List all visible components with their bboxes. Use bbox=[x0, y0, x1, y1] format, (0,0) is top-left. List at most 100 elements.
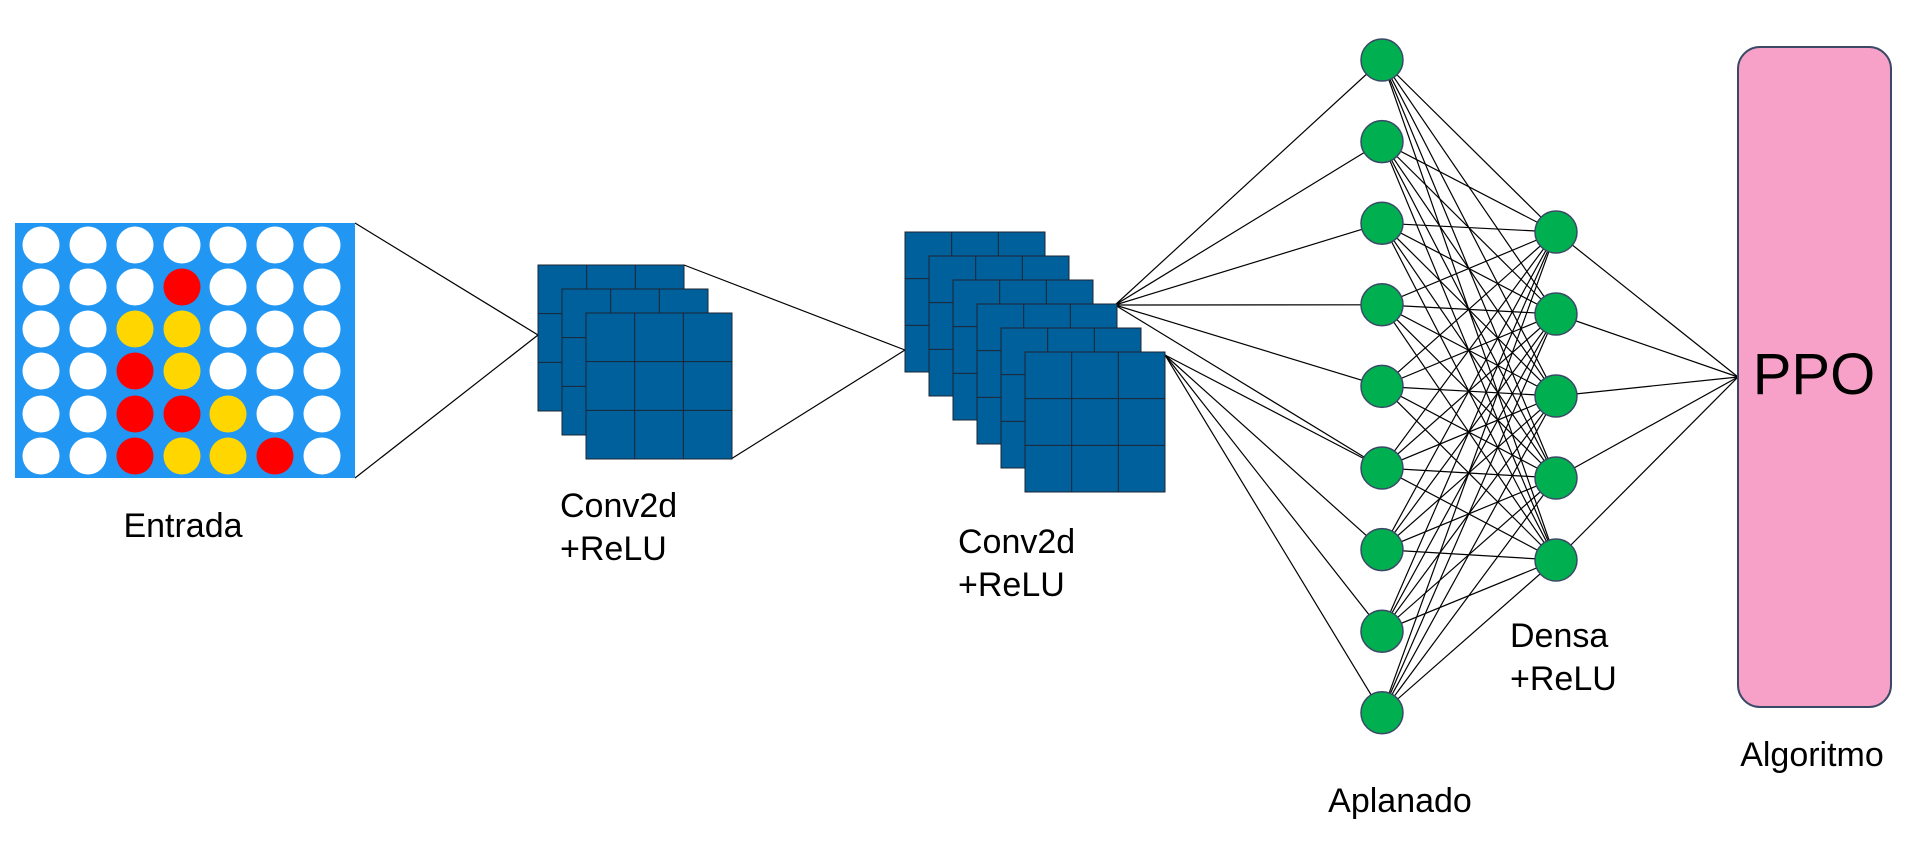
connection-line bbox=[1381, 477, 1557, 714]
connection-line bbox=[1114, 141, 1383, 306]
connection-line bbox=[1381, 231, 1557, 714]
connection-line bbox=[1381, 231, 1557, 632]
board-cell bbox=[303, 437, 341, 475]
conv1-label-line2: +ReLU bbox=[560, 530, 667, 568]
board-cell bbox=[163, 310, 201, 348]
connection-line bbox=[1381, 231, 1557, 387]
board-cell bbox=[303, 395, 341, 433]
board-cells bbox=[22, 226, 341, 475]
connection-line bbox=[1114, 304, 1383, 469]
board-cell bbox=[163, 437, 201, 475]
flatten-neuron bbox=[1360, 527, 1404, 572]
dense-neuron bbox=[1534, 292, 1578, 336]
flatten-neuron bbox=[1360, 119, 1404, 164]
connection-line bbox=[1555, 313, 1739, 378]
board-cell bbox=[22, 395, 60, 433]
board-cell bbox=[303, 352, 341, 390]
connection-line bbox=[1555, 376, 1739, 479]
board-cell bbox=[69, 268, 107, 306]
connection-line bbox=[1555, 376, 1739, 561]
board-cell bbox=[256, 226, 294, 264]
board-cell bbox=[256, 310, 294, 348]
connection-line bbox=[1114, 304, 1383, 387]
connection-line bbox=[1555, 376, 1739, 397]
connection-line bbox=[1114, 59, 1383, 306]
connection-line bbox=[1381, 231, 1557, 469]
flatten-neuron bbox=[1360, 609, 1404, 653]
connection-line bbox=[1381, 231, 1557, 550]
conv2-label-line1: Conv2d bbox=[958, 523, 1075, 561]
input-board bbox=[15, 223, 355, 478]
conv2-feature-maps bbox=[904, 231, 1166, 493]
connection-line bbox=[1381, 59, 1557, 233]
dense-neuron bbox=[1534, 456, 1578, 500]
board-cell bbox=[163, 226, 201, 264]
connection-line bbox=[1164, 354, 1383, 632]
feature-map bbox=[1024, 351, 1166, 493]
board-cell bbox=[22, 437, 60, 475]
board-cell bbox=[116, 310, 154, 348]
connection-line bbox=[1381, 395, 1557, 714]
board-cell bbox=[256, 437, 294, 475]
dense-neuron bbox=[1534, 538, 1578, 582]
board-cell bbox=[69, 226, 107, 264]
board-cell bbox=[116, 226, 154, 264]
board-cell bbox=[163, 395, 201, 433]
input-label: Entrada bbox=[123, 507, 242, 545]
feature-map bbox=[585, 312, 733, 460]
board-cell bbox=[303, 310, 341, 348]
connection-line bbox=[354, 334, 539, 479]
board-cell bbox=[116, 352, 154, 390]
board-cell bbox=[22, 310, 60, 348]
connection-line bbox=[1164, 354, 1383, 469]
dense-label-line2: +ReLU bbox=[1510, 660, 1617, 698]
board-cell bbox=[303, 268, 341, 306]
connection-line bbox=[1555, 231, 1739, 378]
connection-line bbox=[1164, 354, 1383, 714]
connection-line bbox=[1381, 141, 1557, 233]
board-cell bbox=[116, 437, 154, 475]
algorithm-name: PPO bbox=[1753, 342, 1876, 407]
flatten-neuron bbox=[1360, 691, 1404, 735]
board-cell bbox=[69, 352, 107, 390]
dense-label-line1: Densa bbox=[1510, 617, 1608, 655]
flatten-neuron bbox=[1360, 283, 1404, 327]
board-cell bbox=[209, 395, 247, 433]
connection-line bbox=[354, 222, 539, 336]
board-cell bbox=[209, 268, 247, 306]
conv1-feature-maps bbox=[537, 264, 733, 460]
board-cell bbox=[116, 268, 154, 306]
connection-line bbox=[1114, 222, 1383, 306]
dense-neuron bbox=[1534, 210, 1578, 254]
conv1-label-line1: Conv2d bbox=[560, 487, 677, 525]
board-cell bbox=[69, 437, 107, 475]
connection-line bbox=[1381, 222, 1557, 233]
board-cell bbox=[209, 352, 247, 390]
board-cell bbox=[22, 226, 60, 264]
connection-line bbox=[683, 264, 906, 351]
connection-line bbox=[1381, 313, 1557, 714]
board-cell bbox=[209, 437, 247, 475]
conv2-label-line2: +ReLU bbox=[958, 566, 1065, 604]
board-cell bbox=[256, 352, 294, 390]
board-cell bbox=[209, 226, 247, 264]
board-cell bbox=[116, 395, 154, 433]
board-cell bbox=[69, 395, 107, 433]
board-cell bbox=[303, 226, 341, 264]
flatten-neuron bbox=[1360, 446, 1404, 490]
algorithm-label: Algoritmo bbox=[1740, 736, 1884, 774]
connection-line bbox=[1381, 231, 1557, 306]
board-cell bbox=[22, 352, 60, 390]
connection-line bbox=[730, 349, 906, 460]
board-cell bbox=[69, 310, 107, 348]
connection-lines bbox=[354, 59, 1739, 714]
board-cell bbox=[256, 268, 294, 306]
board-cell bbox=[256, 395, 294, 433]
flatten-label: Aplanado bbox=[1328, 782, 1472, 820]
board-cell bbox=[163, 268, 201, 306]
dense-neuron bbox=[1534, 374, 1578, 418]
flatten-neuron bbox=[1360, 201, 1404, 245]
flatten-layer-neurons bbox=[1360, 38, 1404, 735]
board-cell bbox=[22, 268, 60, 306]
